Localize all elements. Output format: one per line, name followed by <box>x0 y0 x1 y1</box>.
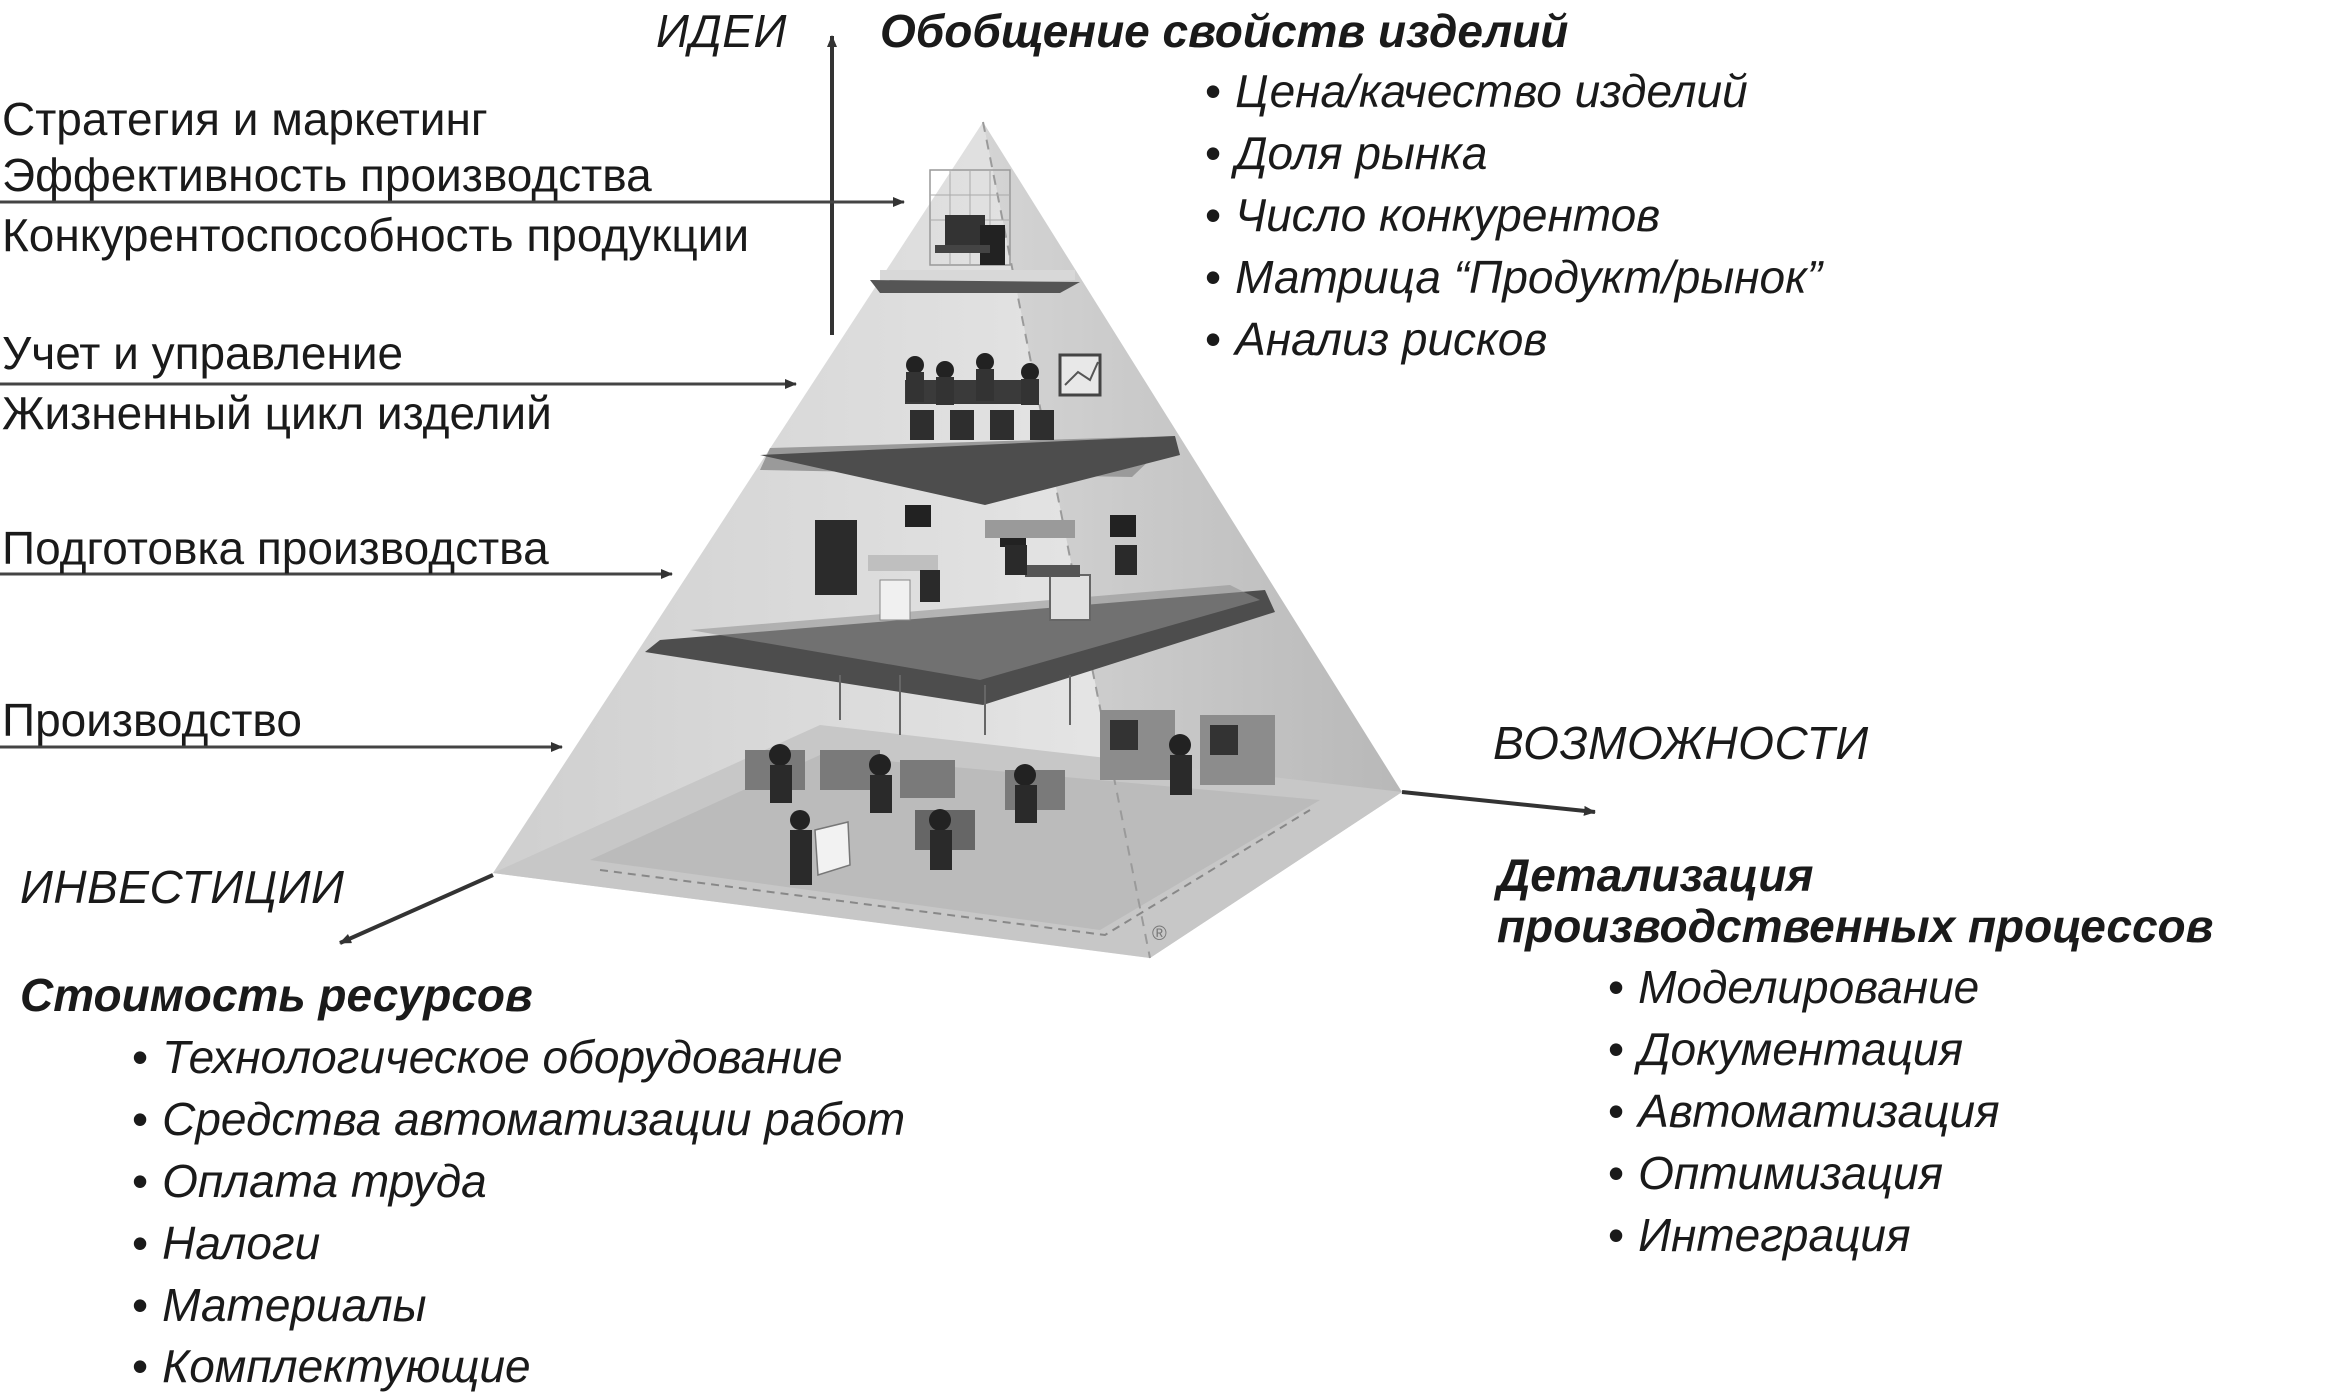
ideas-axis-label: ИДЕИ <box>656 5 787 57</box>
level-preparation-line: Подготовка производства <box>2 522 549 574</box>
opportunities-item: Документация <box>1608 1026 1963 1072</box>
slab-top <box>870 169 1080 293</box>
level-production-line: Производство <box>2 694 302 746</box>
slab-preparation <box>645 505 1275 705</box>
investments-item: Оплата труда <box>132 1158 487 1204</box>
slab-management <box>760 353 1180 505</box>
investments-axis-label: ИНВЕСТИЦИИ <box>20 861 345 913</box>
opportunities-item: Интеграция <box>1608 1212 1910 1258</box>
production-floor <box>745 675 1275 885</box>
ideas-item: Цена/качество изделий <box>1205 68 1748 114</box>
opportunities-item: Автоматизация <box>1608 1088 2000 1134</box>
investments-item: Технологическое оборудование <box>132 1034 843 1080</box>
ideas-item: Анализ рисков <box>1205 316 1547 362</box>
opportunities-block-title-line-2: производственных процессов <box>1497 900 2214 952</box>
investments-item: Комплектующие <box>132 1343 531 1389</box>
ideas-item: Число конкурентов <box>1205 192 1660 238</box>
opportunities-axis-arrow <box>1401 790 1596 816</box>
ideas-block-title: Обобщение свойств изделий <box>880 5 1569 57</box>
level-top-line-2: Эффективность производства <box>2 149 652 201</box>
investments-item: Средства автоматизации работ <box>132 1096 905 1142</box>
level-top-line-3: Конкурентоспособность продукции <box>2 209 750 261</box>
opportunities-item: Оптимизация <box>1608 1150 1943 1196</box>
ideas-item: Матрица “Продукт/рынок” <box>1205 254 1822 300</box>
level-top-line-1: Стратегия и маркетинг <box>2 93 488 145</box>
opportunities-item: Моделирование <box>1608 964 1979 1010</box>
opportunities-axis-label: ВОЗМОЖНОСТИ <box>1493 717 1869 769</box>
registered-mark: ® <box>1152 923 1167 945</box>
level-management-line-1: Учет и управление <box>2 327 404 379</box>
investments-block-title: Стоимость ресурсов <box>20 969 533 1021</box>
ideas-item: Доля рынка <box>1205 130 1487 176</box>
investments-axis-arrow <box>339 873 494 945</box>
level-management-line-2: Жизненный цикл изделий <box>2 387 552 439</box>
investments-item: Налоги <box>132 1220 320 1266</box>
opportunities-block-title-line-1: Детализация <box>1497 849 1814 901</box>
investments-item: Материалы <box>132 1282 426 1328</box>
